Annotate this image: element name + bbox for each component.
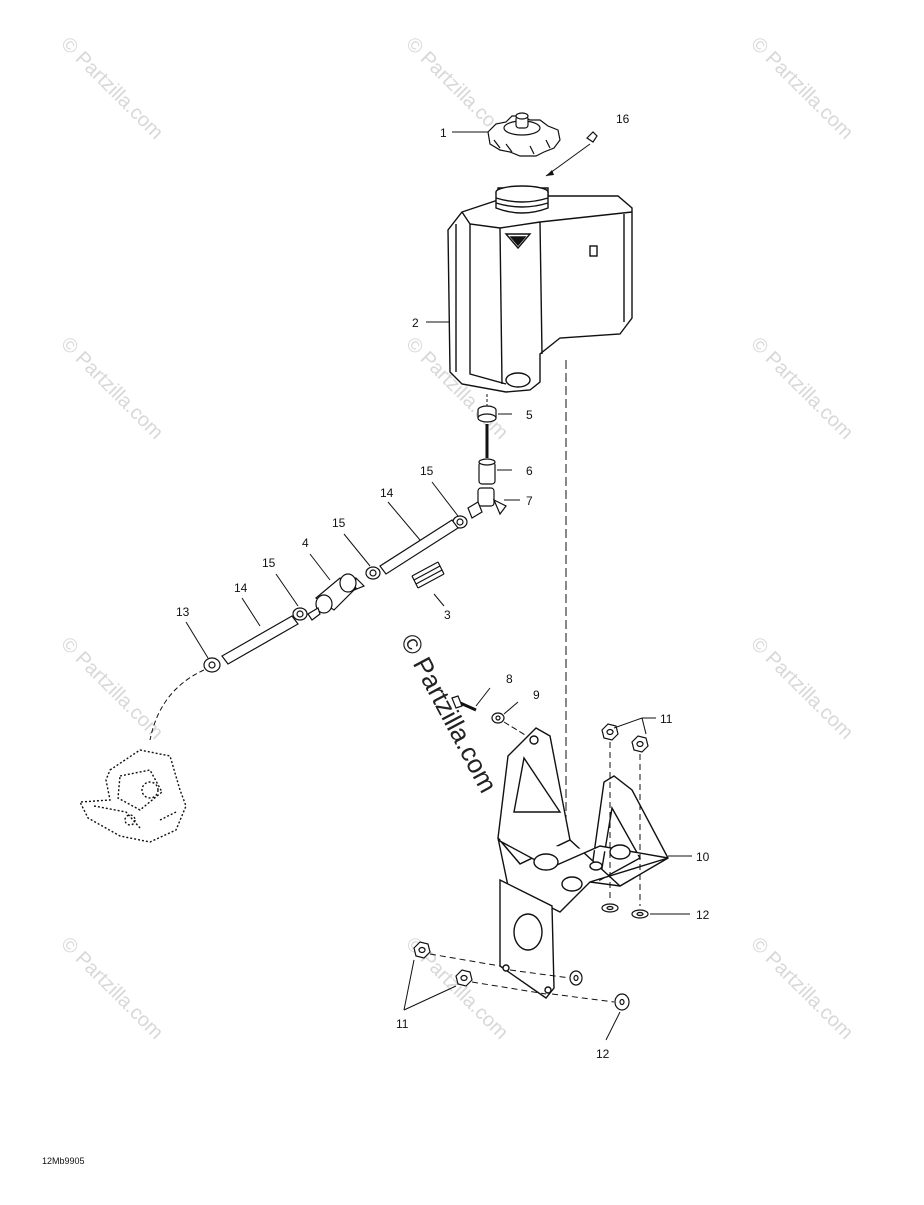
- callout-10: 10: [696, 850, 710, 864]
- watermark: © Partzilla.com: [746, 33, 857, 144]
- fuel-tank: [447, 185, 633, 393]
- callout-2: 2: [412, 316, 419, 330]
- callout-4: 4: [302, 536, 309, 550]
- valve-body: [478, 458, 496, 485]
- fuel-filter: [307, 573, 366, 621]
- clamp: [292, 607, 308, 621]
- mounting-bracket: [497, 727, 669, 999]
- flat-washer: [569, 970, 583, 986]
- watermark: © Partzilla.com: [56, 933, 167, 1044]
- callout-9: 9: [533, 688, 540, 702]
- callout-15: 15: [262, 556, 276, 570]
- callout-13: 13: [176, 605, 190, 619]
- fuel-hose: [379, 519, 459, 575]
- callout-1: 1: [440, 126, 447, 140]
- callout-6: 6: [526, 464, 533, 478]
- nut: [413, 941, 431, 959]
- flat-washer: [601, 903, 619, 913]
- fuel-cap: [487, 112, 561, 157]
- callout-12: 12: [696, 908, 710, 922]
- washer: [491, 712, 505, 724]
- callout-3: 3: [444, 608, 451, 622]
- watermark-group: © Partzilla.com © Partzilla.com © Partzi…: [56, 33, 857, 1044]
- hose-clamp: [203, 657, 221, 673]
- flat-washer: [614, 993, 630, 1011]
- flat-washer: [631, 909, 649, 919]
- watermark: © Partzilla.com: [56, 33, 167, 144]
- screw: [451, 695, 477, 712]
- diagram-code: 12Mb9905: [42, 1156, 85, 1166]
- callout-8: 8: [506, 672, 513, 686]
- watermark: © Partzilla.com: [56, 333, 167, 444]
- watermark: © Partzilla.com: [746, 333, 857, 444]
- callout-15: 15: [420, 464, 434, 478]
- callout-15: 15: [332, 516, 346, 530]
- watermark: © Partzilla.com: [746, 633, 857, 744]
- clamp: [365, 566, 381, 580]
- callout-7: 7: [526, 494, 533, 508]
- callout-14: 14: [380, 486, 394, 500]
- callout-5: 5: [526, 408, 533, 422]
- spring: [411, 561, 445, 589]
- callout-11: 11: [660, 712, 673, 726]
- nut: [631, 735, 649, 753]
- callout-16: 16: [616, 112, 630, 126]
- watermark: © Partzilla.com: [56, 633, 167, 744]
- grommet: [477, 405, 497, 423]
- vent-fitting: [586, 131, 598, 143]
- callout-14: 14: [234, 581, 248, 595]
- callout-12: 12: [596, 1047, 610, 1061]
- callout-labels: 1 16 2 5 6 7 15 14 15 4 15 14 13 3 8 9 1…: [176, 112, 710, 1061]
- fuel-pump-reference: [78, 749, 187, 843]
- elbow-fitting: [467, 487, 507, 519]
- fuel-hose: [221, 615, 299, 665]
- nut: [455, 969, 473, 987]
- watermark-center: © Partzilla.com: [395, 629, 504, 798]
- watermark: © Partzilla.com: [746, 933, 857, 1044]
- callout-11: 11: [396, 1017, 409, 1031]
- nut: [601, 723, 619, 741]
